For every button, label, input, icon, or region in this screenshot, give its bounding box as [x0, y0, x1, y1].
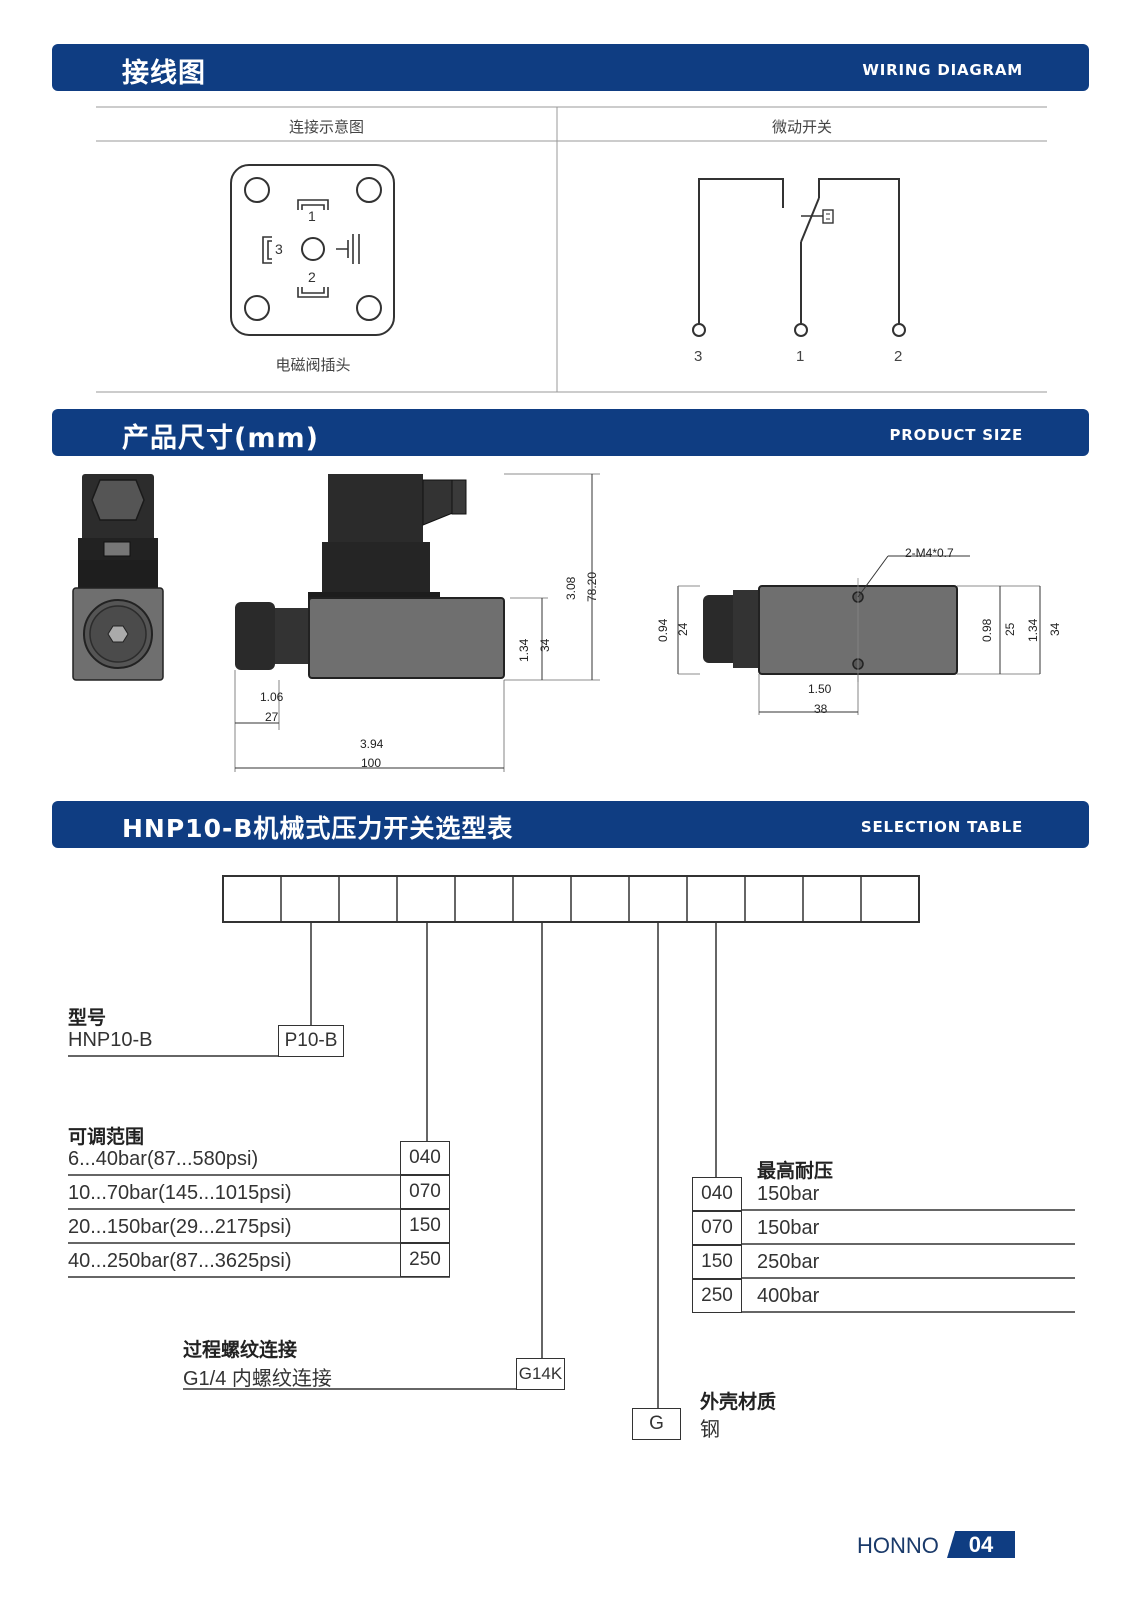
dim-34: 34 [538, 638, 552, 652]
selection-code-diagram [68, 875, 1075, 1410]
footer-brand: HONNO [857, 1533, 939, 1558]
housing-code: G [632, 1408, 681, 1440]
dim-2-m4: 2-M4*0.7 [905, 546, 954, 560]
product-top-view [677, 555, 1041, 715]
max-code-250: 250 [692, 1279, 742, 1313]
thread-head: 过程螺纹连接 [183, 1339, 298, 1361]
thread-code: G14K [516, 1358, 565, 1390]
range-row-4: 40...250bar(87...3625psi) [68, 1250, 292, 1272]
wiring-header-bar: 接线图 WIRING DIAGRAM [52, 44, 1089, 91]
dim-34-b: 34 [1048, 622, 1062, 636]
dim-100: 100 [361, 756, 382, 770]
max-value-3: 250bar [757, 1251, 820, 1273]
switch-terminal-3: 3 [694, 348, 702, 365]
range-row-1: 6...40bar(87...580psi) [68, 1148, 259, 1170]
range-code-150: 150 [400, 1209, 450, 1243]
max-value-2: 150bar [757, 1217, 820, 1239]
dim-78-20: 78.20 [585, 571, 599, 602]
plug-pin-1: 1 [308, 208, 316, 224]
dim-0-94: 0.94 [656, 618, 670, 642]
max-pressure-head: 最高耐压 [757, 1160, 834, 1182]
dim-1-06: 1.06 [260, 690, 284, 704]
page-number: 04 [947, 1531, 1015, 1558]
product-front-view [72, 474, 164, 681]
dim-27: 27 [265, 710, 279, 724]
thread-value: G1/4 内螺纹连接 [183, 1368, 332, 1390]
dim-1-50: 1.50 [808, 682, 832, 696]
product-side-view [234, 473, 600, 772]
selection-title-en: SELECTION TABLE [860, 818, 1023, 836]
dim-3-08: 3.08 [564, 576, 578, 600]
switch-terminal-2: 2 [894, 348, 902, 365]
wiring-title-en: WIRING DIAGRAM [862, 61, 1023, 79]
max-code-040: 040 [692, 1177, 742, 1211]
housing-value: 钢 [700, 1419, 720, 1441]
max-code-070: 070 [692, 1211, 742, 1245]
model-code: P10-B [278, 1025, 344, 1057]
dim-38: 38 [814, 702, 828, 716]
range-row-2: 10...70bar(145...1015psi) [68, 1182, 292, 1204]
solenoid-plug-drawing: 1 3 2 [230, 164, 395, 336]
wiring-col-left-header: 连接示意图 [288, 118, 364, 136]
dim-24: 24 [676, 622, 690, 636]
wiring-title-cn: 接线图 [122, 58, 206, 89]
size-title-en: PRODUCT SIZE [889, 426, 1023, 444]
dim-3-94: 3.94 [360, 737, 384, 751]
dim-1-34: 1.34 [517, 638, 531, 662]
max-value-4: 400bar [757, 1285, 820, 1307]
switch-terminal-1: 1 [796, 348, 804, 365]
range-code-070: 070 [400, 1175, 450, 1209]
dim-0-98: 0.98 [980, 618, 994, 642]
range-code-040: 040 [400, 1141, 450, 1175]
housing-head: 外壳材质 [700, 1391, 777, 1413]
max-value-1: 150bar [757, 1183, 820, 1205]
range-head: 可调范围 [68, 1126, 145, 1148]
dim-25: 25 [1003, 622, 1017, 636]
model-value: HNP10-B [68, 1029, 153, 1051]
range-code-250: 250 [400, 1243, 450, 1277]
model-head: 型号 [68, 1007, 107, 1029]
dim-1-34-b: 1.34 [1026, 618, 1040, 642]
micro-switch-drawing: 3 1 2 [692, 178, 906, 365]
plug-pin-2: 2 [308, 269, 316, 285]
selection-header-bar: HNP10-B机械式压力开关选型表 SELECTION TABLE [52, 801, 1089, 848]
plug-pin-3: 3 [275, 241, 283, 257]
range-row-3: 20...150bar(29...2175psi) [68, 1216, 292, 1238]
wiring-col-right-header: 微动开关 [771, 118, 832, 136]
size-title-cn: 产品尺寸(mm) [122, 423, 319, 454]
max-code-150: 150 [692, 1245, 742, 1279]
selection-title-cn: HNP10-B机械式压力开关选型表 [122, 814, 514, 843]
plug-caption: 电磁阀插头 [275, 356, 351, 374]
wiring-table-lines [96, 106, 1047, 393]
size-header-bar: 产品尺寸(mm) PRODUCT SIZE [52, 409, 1089, 456]
